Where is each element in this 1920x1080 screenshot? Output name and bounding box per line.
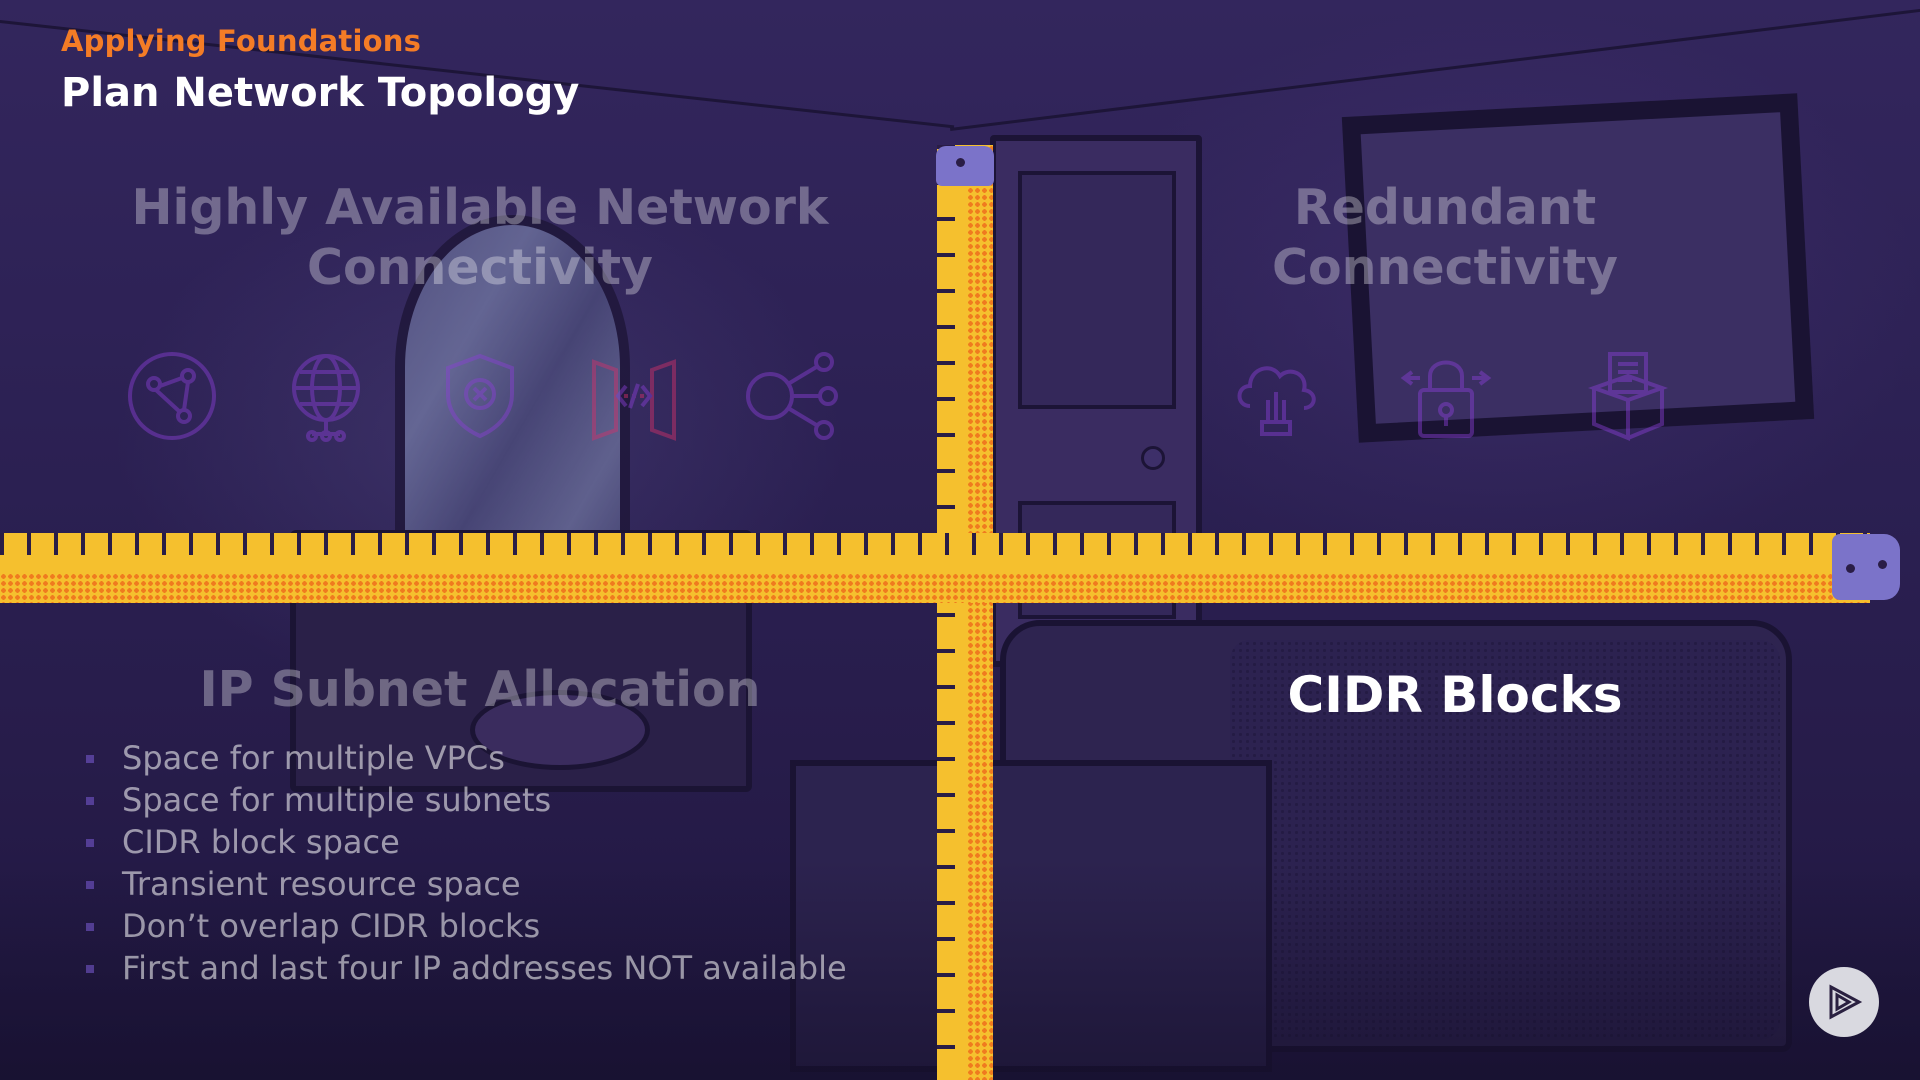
bullet-marker bbox=[86, 839, 94, 847]
shield-gear-icon bbox=[432, 348, 528, 444]
tape-halftone bbox=[0, 573, 1870, 603]
measuring-tape-vertical bbox=[937, 145, 993, 1080]
list-item: Transient resource space bbox=[82, 863, 847, 905]
lock-arrows-icon bbox=[1398, 348, 1494, 444]
list-item-text: Don’t overlap CIDR blocks bbox=[122, 907, 541, 945]
quadrant-title-line: Connectivity bbox=[1272, 239, 1618, 296]
list-item-text: Space for multiple VPCs bbox=[122, 739, 505, 777]
tape-halftone bbox=[967, 145, 993, 1080]
internet-gateway-icon bbox=[278, 348, 374, 444]
list-item: Space for multiple VPCs bbox=[82, 737, 847, 779]
list-item: First and last four IP addresses NOT ava… bbox=[82, 947, 847, 989]
box-document-icon bbox=[1580, 348, 1676, 444]
list-item: Space for multiple subnets bbox=[82, 779, 847, 821]
door-panel-upper bbox=[1018, 171, 1176, 409]
tape-ticks bbox=[0, 533, 1870, 555]
globe-network-icon bbox=[124, 348, 220, 444]
bullet-marker bbox=[86, 881, 94, 889]
quadrant-title-redundant-connectivity: Redundant Connectivity bbox=[1190, 178, 1700, 298]
tape-ticks bbox=[937, 145, 955, 1080]
stool bbox=[470, 690, 650, 770]
tape-clip-hole bbox=[1878, 560, 1887, 569]
list-item: Don’t overlap CIDR blocks bbox=[82, 905, 847, 947]
share-nodes-icon bbox=[742, 348, 838, 444]
quadrant-title-line: Connectivity bbox=[307, 239, 653, 296]
bullet-marker bbox=[86, 923, 94, 931]
quadrant-title-high-availability: Highly Available Network Connectivity bbox=[120, 178, 840, 298]
page-title: Plan Network Topology bbox=[61, 70, 580, 116]
list-item-text: CIDR block space bbox=[122, 823, 400, 861]
list-item-text: Transient resource space bbox=[122, 865, 521, 903]
section-kicker: Applying Foundations bbox=[61, 24, 422, 58]
tape-clip-top bbox=[936, 146, 994, 186]
cloud-hand-icon bbox=[1228, 348, 1324, 444]
quadrant-title-ip-subnet-allocation: IP Subnet Allocation bbox=[199, 661, 761, 718]
bullet-marker bbox=[86, 797, 94, 805]
list-item: CIDR block space bbox=[82, 821, 847, 863]
bullet-marker bbox=[86, 965, 94, 973]
door-knob bbox=[1141, 446, 1165, 470]
quadrant-title-line: Redundant bbox=[1293, 179, 1597, 236]
code-gateway-icon bbox=[586, 348, 682, 444]
tape-clip-hole bbox=[1846, 564, 1855, 573]
list-item-text: Space for multiple subnets bbox=[122, 781, 552, 819]
tape-clip-end bbox=[1832, 534, 1900, 600]
quadrant-title-line: Highly Available Network bbox=[131, 179, 829, 236]
subnet-allocation-list: Space for multiple VPCs Space for multip… bbox=[82, 737, 847, 989]
list-item-text: First and last four IP addresses NOT ava… bbox=[122, 949, 847, 987]
measuring-tape-horizontal bbox=[0, 533, 1870, 603]
quadrant-title-cidr-blocks: CIDR Blocks bbox=[1287, 666, 1623, 724]
bullet-marker bbox=[86, 755, 94, 763]
tape-clip-hole bbox=[956, 158, 965, 167]
play-icon bbox=[1829, 984, 1863, 1020]
play-button[interactable] bbox=[1809, 967, 1879, 1037]
